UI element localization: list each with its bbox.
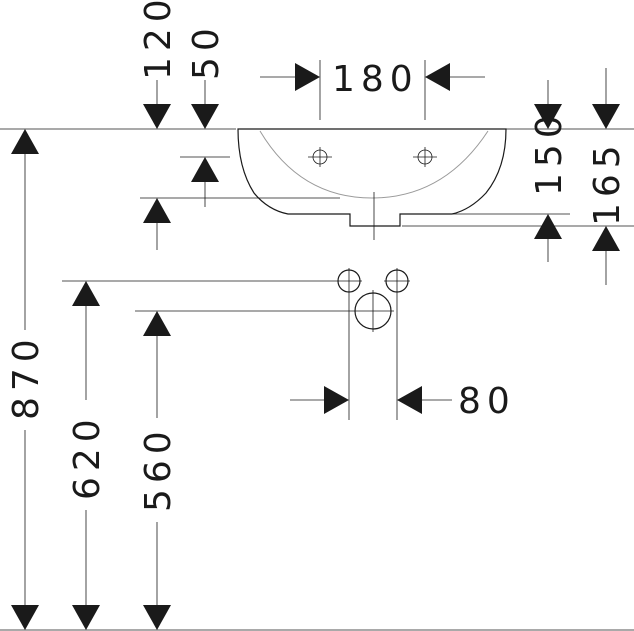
dim-560-label: 560 — [138, 425, 179, 512]
dim-150-arrow-bottom — [534, 214, 562, 239]
supply-connection-right — [384, 268, 410, 294]
dim-180-arrow-left — [295, 63, 320, 91]
tap-hole-right-marker — [413, 147, 437, 167]
dim-165-arrow-bottom — [592, 226, 620, 251]
dim-150-label: 150 — [529, 109, 570, 196]
dim-150-arrow-top — [534, 104, 562, 129]
dim-180-arrow-right — [425, 63, 450, 91]
dim-120-arrow — [143, 104, 171, 129]
dim-620-label: 620 — [67, 413, 108, 500]
dim-80-arrow-right — [397, 386, 422, 414]
dim-50-label: 50 — [186, 22, 227, 80]
basin-bowl-inner — [259, 130, 489, 199]
dim-80-arrow-left — [324, 386, 349, 414]
dim-870-arrow-top — [11, 129, 39, 154]
dim-120-label: 120 — [138, 0, 179, 80]
dim-870-label: 870 — [6, 333, 47, 420]
dim-180-label: 180 — [332, 59, 419, 100]
dim-165-label: 165 — [587, 139, 628, 226]
dim-120-arrow-lower — [143, 198, 171, 223]
dim-80-label: 80 — [458, 381, 516, 422]
dim-560-arrow-bottom — [143, 605, 171, 630]
basin-outline — [237, 128, 507, 227]
waste-connection — [352, 290, 394, 332]
tap-hole-left-marker — [308, 147, 332, 167]
dim-870-arrow-bottom — [11, 605, 39, 630]
dim-620-arrow-top — [72, 281, 100, 306]
dim-560-arrow-top — [143, 311, 171, 336]
dim-50-arrow-bottom — [191, 157, 219, 182]
supply-connection-left — [336, 268, 362, 294]
dim-620-arrow-bottom — [72, 605, 100, 630]
dim-165-arrow-top — [592, 104, 620, 129]
dim-50-arrow-top — [191, 104, 219, 129]
